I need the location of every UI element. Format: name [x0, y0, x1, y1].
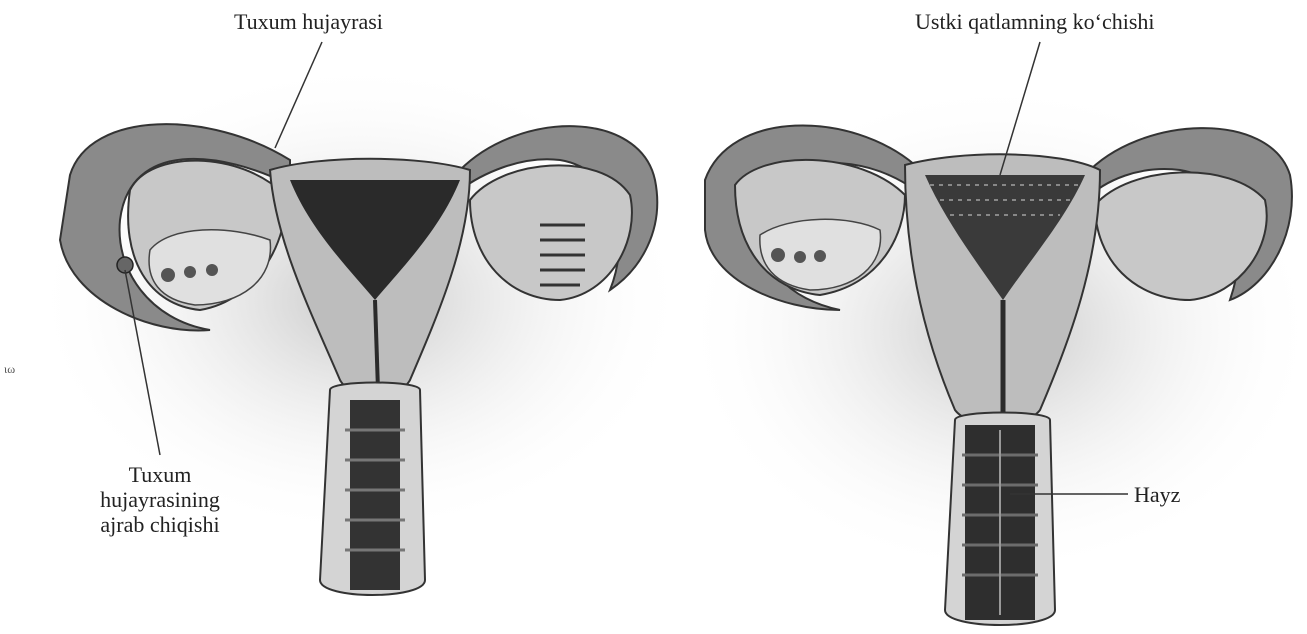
- follicle: [206, 264, 218, 276]
- follicle: [814, 250, 826, 262]
- label-menstruation: Hayz: [1134, 482, 1180, 507]
- label-ovulation-line3: ajrab chiqishi: [80, 512, 240, 537]
- label-ovulation: Tuxum hujayrasining ajrab chiqishi: [80, 462, 240, 537]
- label-ovulation-line1: Tuxum: [80, 462, 240, 487]
- follicle: [161, 268, 175, 282]
- follicle: [794, 251, 806, 263]
- follicle: [771, 248, 785, 262]
- margin-mark: ɩω: [4, 362, 15, 377]
- label-surface-layer-shedding: Ustki qatlamning ko‘chishi: [915, 9, 1155, 34]
- label-ovulation-line2: hujayrasining: [80, 487, 240, 512]
- right-uterus-figure: [680, 80, 1307, 625]
- label-egg-cell: Tuxum hujayrasi: [234, 9, 383, 34]
- follicle: [184, 266, 196, 278]
